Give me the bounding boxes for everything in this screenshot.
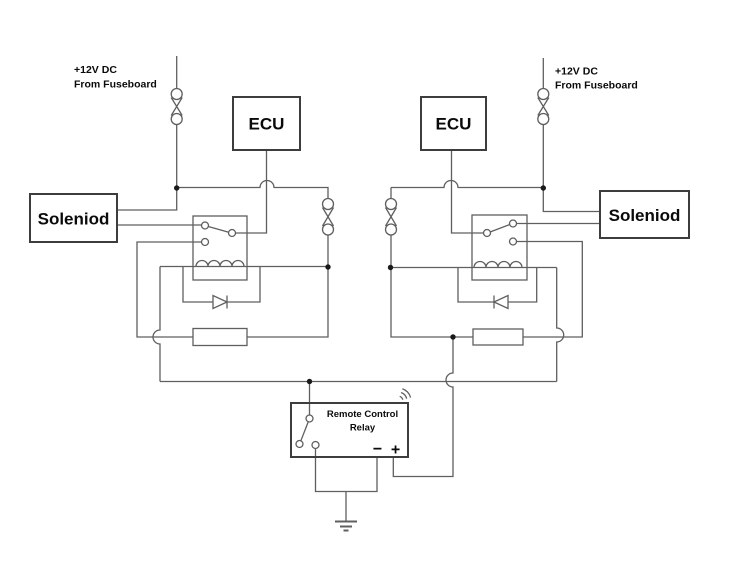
wire	[152, 266, 161, 382]
fuse-branch-left-cross	[321, 207, 335, 227]
junction-dot	[387, 264, 394, 271]
remote-control-relay-box	[290, 402, 409, 458]
fuse-main-right-cross	[537, 97, 550, 116]
relay-switch-left-arm	[208, 225, 229, 233]
fuse-main-right	[537, 112, 550, 126]
text-layer: +12V DC From Fuseboard +12V DC From Fuse…	[38, 64, 681, 459]
wire	[182, 266, 261, 303]
fuse-branch-left	[321, 197, 335, 211]
wire	[457, 267, 538, 303]
solenoid-left-label: Soleniod	[38, 210, 110, 229]
junction-dot	[306, 378, 313, 385]
switch-contact	[200, 237, 210, 247]
wire	[450, 150, 484, 234]
switch-contact	[311, 440, 320, 450]
relay-box-right	[471, 214, 528, 281]
junction-dot	[174, 185, 180, 191]
relay-box-left	[192, 215, 248, 281]
wire	[136, 241, 202, 338]
rcr-label: Relay	[350, 423, 376, 434]
rcr-minus-terminal: −	[373, 441, 382, 458]
switch-contact	[482, 228, 492, 238]
switch-contact	[200, 221, 210, 230]
wifi-signal-icon	[399, 388, 412, 400]
solenoid-right-box	[599, 190, 690, 239]
switch-contact	[305, 414, 314, 423]
resistor-right	[472, 328, 524, 346]
wire	[390, 235, 473, 338]
fuse-main-left-cross	[170, 97, 183, 116]
supply-left-label: From Fuseboard	[74, 79, 157, 91]
switch-contact	[508, 237, 518, 246]
wire	[556, 267, 565, 382]
fuse-branch-left	[321, 223, 335, 236]
junction-layer	[174, 185, 546, 385]
wire	[176, 179, 329, 199]
rcr-plus-terminal: +	[391, 442, 400, 459]
switch-contact	[508, 219, 518, 228]
supply-left-label: +12V DC	[74, 64, 117, 76]
relay-switch-right-arm	[490, 223, 510, 233]
solenoid-left-box	[29, 193, 118, 243]
wire	[117, 124, 178, 211]
switch-contact	[227, 228, 237, 238]
relay-coil-right	[473, 260, 523, 268]
wire	[314, 448, 378, 493]
relay-coil-left	[195, 259, 245, 267]
ground-icon	[335, 520, 357, 532]
wire	[235, 150, 268, 234]
ecu-left-box	[232, 96, 301, 151]
fuse-branch-right-cross	[384, 207, 398, 227]
ecu-left-label: ECU	[249, 115, 285, 134]
wire	[247, 235, 329, 338]
wire	[391, 179, 544, 189]
solenoid-right-label: Soleniod	[609, 206, 681, 225]
supply-right-label: +12V DC	[555, 66, 598, 78]
flyback-diode-right	[492, 294, 509, 310]
fuse-main-right	[537, 87, 550, 101]
wire-layer	[117, 56, 600, 532]
ecu-right-box	[420, 96, 487, 151]
ecu-right-label: ECU	[436, 115, 472, 134]
fuse-main-left	[170, 87, 183, 101]
junction-dot	[325, 264, 331, 270]
flyback-diode-left	[212, 294, 229, 310]
fuse-branch-right	[384, 223, 398, 236]
junction-dot	[540, 185, 546, 191]
rcr-switch-arm	[300, 421, 309, 441]
wire	[516, 240, 583, 338]
switch-contact	[295, 439, 304, 449]
rcr-label: Remote Control	[327, 409, 398, 420]
wire	[392, 337, 454, 478]
fuse-main-left	[170, 112, 183, 126]
resistor-left	[192, 327, 248, 347]
wire	[542, 124, 600, 213]
junction-dot	[450, 334, 456, 340]
fuse-branch-right	[384, 197, 398, 211]
box-layer	[29, 96, 690, 458]
supply-right-label: From Fuseboard	[555, 80, 638, 92]
